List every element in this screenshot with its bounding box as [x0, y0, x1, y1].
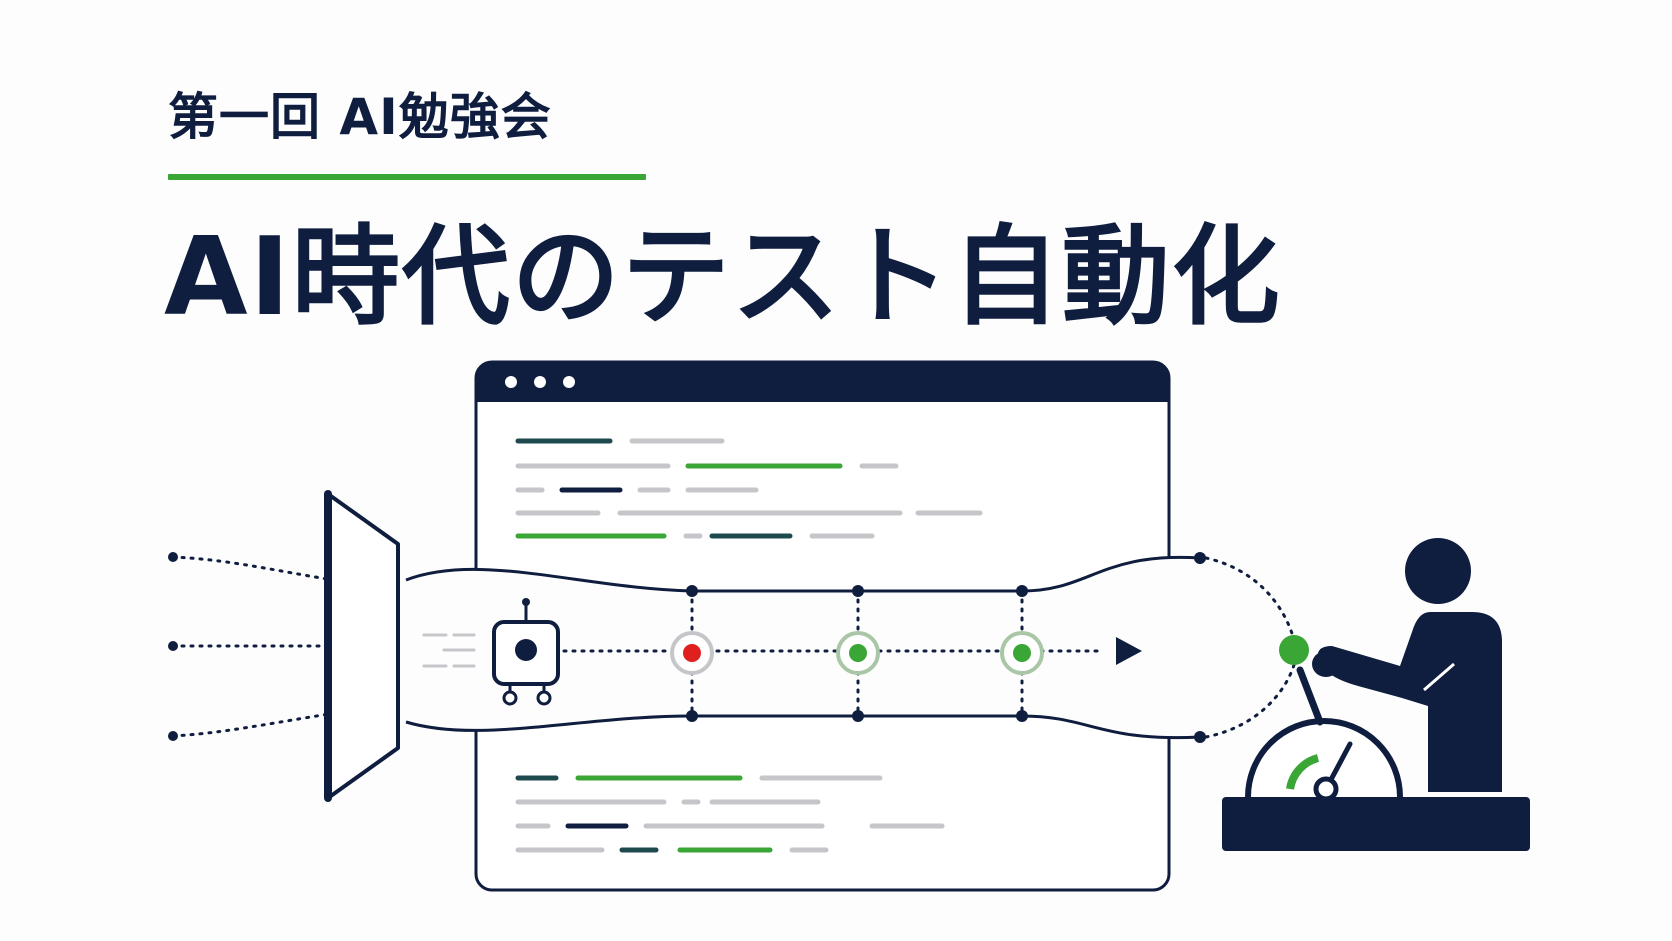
subtitle-underline: [168, 174, 646, 180]
control-console-icon: [1222, 635, 1530, 851]
checkpoint-pass-node: [1000, 631, 1044, 675]
gauge-icon: [1286, 741, 1353, 802]
control-link-lines: [1204, 556, 1296, 739]
robot-icon: [492, 598, 560, 706]
person-icon: [1312, 538, 1502, 792]
arrow-right-icon: [1116, 637, 1142, 665]
gate-frame-icon: [324, 490, 400, 802]
page-title: AI時代のテスト自動化: [164, 215, 1282, 340]
checkpoint-fail-node: [670, 631, 714, 675]
event-subtitle: 第一回 AI勉強会: [168, 88, 552, 146]
lever-knob: [1279, 635, 1309, 665]
lever-stick: [1296, 666, 1324, 726]
pipeline-bottom-edge: [405, 714, 1201, 740]
pipeline-band: [406, 557, 1200, 738]
browser-titlebar: [476, 362, 1169, 402]
code-lines-top: [515, 438, 983, 539]
window-dot-icon: [534, 376, 546, 388]
code-lines-bottom: [515, 775, 945, 853]
window-dot-icon: [505, 376, 517, 388]
motion-lines: [422, 633, 476, 668]
checkpoint-pass-node: [836, 631, 880, 675]
window-dot-icon: [563, 376, 575, 388]
